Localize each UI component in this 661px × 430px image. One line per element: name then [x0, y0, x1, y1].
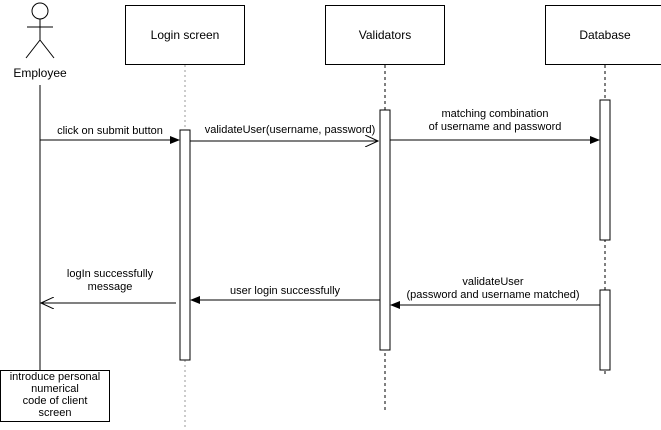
message-label-validate-user-return: validateUser (password and username matc…: [393, 276, 593, 302]
participant-login-screen: Login screen: [125, 5, 245, 65]
actor-name: Employee: [13, 66, 67, 80]
note-line2: numerical: [31, 383, 79, 395]
message-label-matching-combination: matching combination of username and pas…: [395, 108, 595, 134]
message-label-validate-user: validateUser(username, password): [204, 124, 376, 136]
participant-database: Database: [545, 5, 661, 65]
message-label-click-submit: click on submit button: [57, 125, 163, 137]
message-label-validate-return-line1: validateUser: [462, 276, 524, 288]
participant-validators: Validators: [325, 5, 445, 65]
database-activation-2: [599, 289, 611, 371]
message-label-validate-return-line2: (password and username matched): [406, 289, 580, 301]
message-label-login-msg-line2: message: [87, 281, 133, 293]
message-label-matching-line1: matching combination: [441, 108, 549, 120]
message-label-login-msg-line1: logIn successfully: [66, 268, 154, 280]
employee-actor-figure: [25, 2, 55, 59]
note-box: introduce personal numerical code of cli…: [0, 370, 110, 422]
note-line1: introduce personal: [9, 371, 101, 383]
database-activation-1: [599, 99, 611, 241]
login-screen-activation: [179, 129, 191, 361]
validators-activation: [379, 109, 391, 351]
message-label-login-successfully-message: logIn successfully message: [40, 268, 180, 294]
message-label-user-login-successfully: user login successfully: [229, 285, 341, 297]
message-label-matching-line2: of username and password: [428, 121, 562, 133]
note-line4: screen: [38, 407, 72, 419]
note-line3: code of client: [22, 395, 88, 407]
